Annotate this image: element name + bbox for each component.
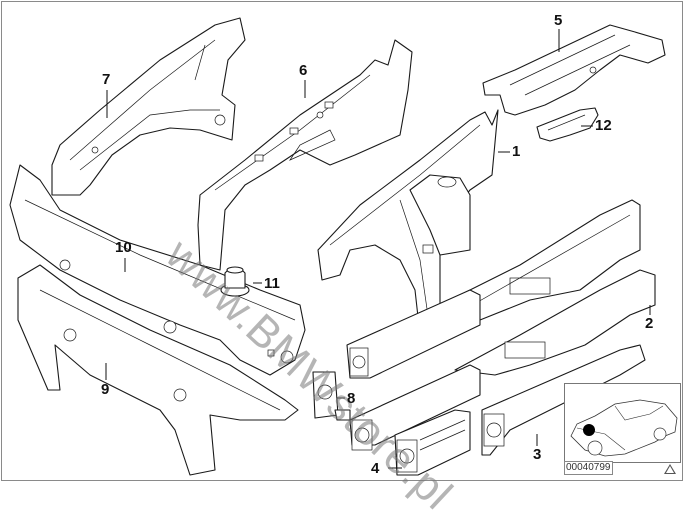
part-10[interactable] (9, 164, 306, 376)
part-11[interactable] (220, 266, 250, 297)
part-6[interactable] (197, 39, 413, 271)
part-7[interactable] (51, 17, 246, 196)
part-9[interactable] (17, 264, 299, 476)
callout-9[interactable]: 9 (101, 381, 110, 398)
part-4[interactable] (394, 409, 471, 476)
part-12[interactable] (536, 107, 599, 142)
location-marker (583, 424, 595, 436)
part-8[interactable] (312, 371, 351, 421)
triangle-icon (664, 464, 676, 474)
leader-lines (105, 29, 651, 469)
part-1[interactable] (317, 109, 499, 336)
callout-8[interactable]: 8 (347, 390, 356, 407)
part-1-rail[interactable] (346, 289, 481, 379)
callout-1[interactable]: 1 (512, 143, 521, 160)
part-4-rail[interactable] (349, 364, 481, 451)
callout-3[interactable]: 3 (533, 446, 542, 463)
part-2[interactable] (439, 199, 656, 376)
callout-12[interactable]: 12 (595, 117, 612, 134)
callout-10[interactable]: 10 (115, 239, 132, 256)
parts-illustration (9, 17, 666, 476)
callout-4[interactable]: 4 (371, 460, 380, 477)
part-3[interactable] (481, 344, 646, 456)
callout-6[interactable]: 6 (299, 62, 308, 79)
callout-2[interactable]: 2 (645, 315, 654, 332)
callout-7[interactable]: 7 (102, 71, 111, 88)
callout-5[interactable]: 5 (554, 12, 563, 29)
vehicle-location-inset (564, 383, 681, 463)
part-5[interactable] (482, 24, 666, 116)
car-thumbnail (570, 399, 678, 457)
reference-number: 00040799 (564, 461, 613, 475)
callout-11[interactable]: 11 (264, 275, 280, 292)
